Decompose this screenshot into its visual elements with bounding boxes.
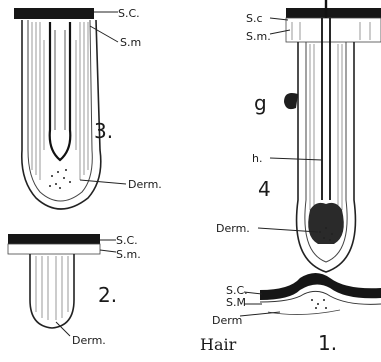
fig3-label-stratum-corneum: S.C. [118, 7, 140, 20]
fig3-hair-shaft [50, 22, 71, 160]
fig4-stratum-corneum-band [286, 8, 381, 18]
fig1-stratum-corneum-band [260, 273, 381, 300]
fig1-label-stratum-malpighii: S.M [226, 296, 246, 309]
fig4-label-stratum-malpighii: S.m. [246, 30, 271, 43]
fig1-label-dermis: Derm [212, 314, 242, 327]
fig2-label-stratum-malpighii: S.m. [116, 248, 141, 261]
fig2-hatching [36, 256, 68, 320]
fig4-sebaceous-gland [284, 93, 298, 109]
figure-4: S.c S.m. g h. Derm. 4 [216, 0, 381, 272]
fig2-label-dermis: Derm. [72, 334, 106, 347]
fig3-follicle-inner-outline [28, 20, 92, 201]
fig3-label-dermis: Derm. [128, 178, 162, 191]
fig2-stratum-corneum-band [8, 234, 100, 244]
fig2-follicle-outline [30, 254, 74, 328]
fig2-number: 2. [98, 283, 117, 307]
figure-1: S.C. S.M Derm 1. [212, 273, 381, 355]
fig4-label-stratum-corneum: S.c [246, 12, 263, 25]
fig1-number: 1. [318, 331, 337, 355]
figure-2: S.C. S.m. Derm. 2. [8, 234, 141, 347]
fig2-label-stratum-corneum: S.C. [116, 234, 138, 247]
fig3-number: 3. [94, 119, 113, 143]
fig4-hair-shaft [322, 18, 330, 200]
fig4-number: 4 [258, 177, 271, 201]
fig3-hatching [32, 22, 88, 180]
fig4-label-hair: h. [252, 152, 262, 165]
fig4-hair-bulb [308, 203, 344, 244]
fig1-dermal-papilla [311, 299, 327, 309]
fig3-dermal-papilla [49, 169, 71, 189]
fig3-stratum-corneum-band [14, 8, 94, 19]
fig4-label-dermis: Derm. [216, 222, 250, 235]
fig4-label-gland: g [254, 91, 267, 115]
fig4-hatching [292, 22, 370, 215]
figure-caption: Hair [200, 335, 237, 354]
fig3-label-stratum-malpighii: S.m [120, 36, 141, 49]
figure-3: S.C. S.m Derm. 3. [14, 7, 162, 209]
